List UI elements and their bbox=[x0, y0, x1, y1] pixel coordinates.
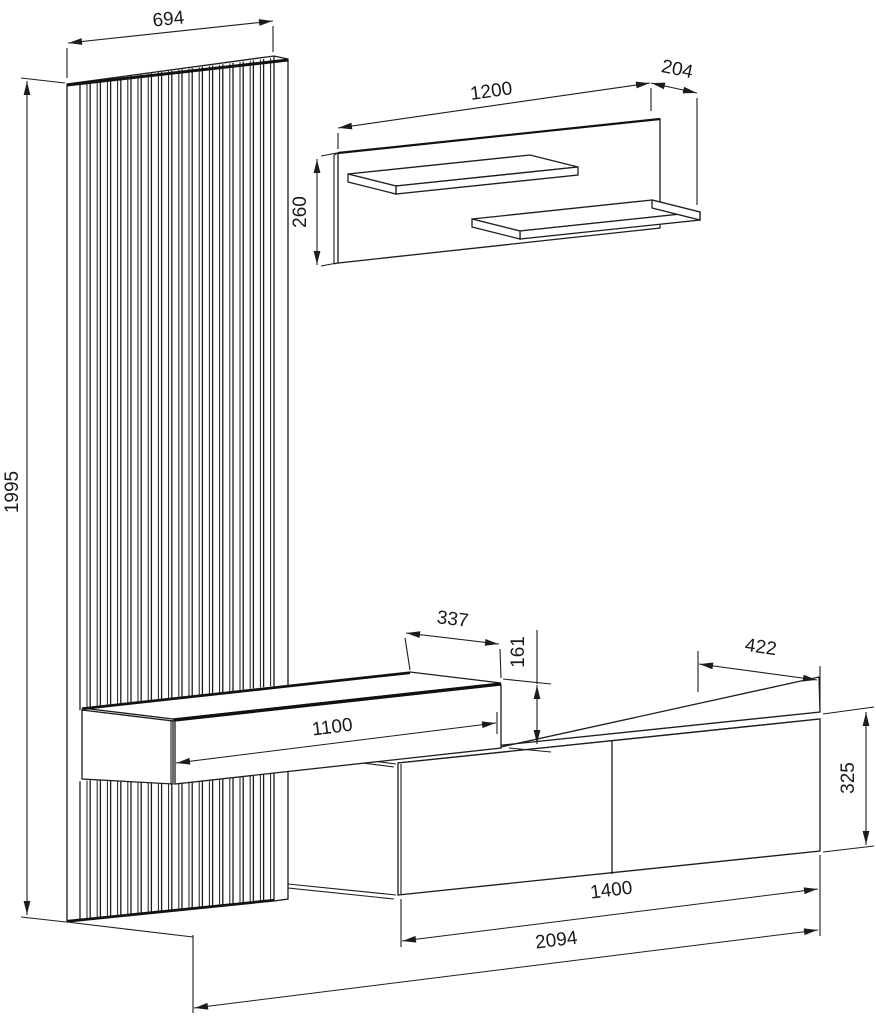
dim-label-tv-front-width: 1400 bbox=[589, 878, 634, 904]
dimension-1400: 1400 bbox=[400, 855, 821, 947]
upper-shelf-board bbox=[347, 154, 579, 195]
dim-label-tv-depth: 422 bbox=[744, 635, 778, 660]
tv-stand-front bbox=[397, 718, 821, 896]
slat-panel bbox=[66, 55, 289, 923]
wall-shelf bbox=[333, 117, 701, 265]
dim-label-shelf-height: 260 bbox=[290, 196, 311, 228]
panel-top-edge bbox=[66, 58, 289, 87]
desk-left-end bbox=[81, 709, 174, 785]
dimension-694: 694 bbox=[66, 7, 274, 78]
dimension-1100: 1100 bbox=[175, 712, 498, 765]
dimension-325: 325 bbox=[822, 706, 875, 853]
desk-back-top-edge bbox=[81, 671, 411, 711]
dim-label-desk-front-width: 1100 bbox=[311, 715, 354, 741]
dimension-337: 337 bbox=[404, 607, 502, 679]
slat-lines bbox=[79, 58, 272, 921]
desk-front-top-edge bbox=[172, 682, 502, 722]
dimension-1200: 1200 bbox=[337, 78, 652, 149]
dimension-2094: 2094 bbox=[66, 921, 819, 1013]
dim-label-panel-width: 694 bbox=[152, 7, 186, 31]
dim-label-desk-height: 161 bbox=[508, 636, 529, 668]
dimension-422: 422 bbox=[697, 635, 821, 710]
dim-label-total-width: 2094 bbox=[534, 927, 579, 953]
dim-label-shelf-width: 1200 bbox=[469, 78, 514, 105]
lower-shelf-board bbox=[471, 199, 701, 240]
dim-label-shelf-depth: 204 bbox=[659, 56, 695, 83]
panel-bottom-edge bbox=[66, 898, 275, 923]
dimension-161: 161 bbox=[502, 630, 552, 753]
dim-label-panel-height: 1995 bbox=[2, 471, 23, 513]
dimension-1995: 1995 bbox=[2, 77, 67, 923]
dim-label-desk-depth: 337 bbox=[436, 607, 470, 632]
dimension-260: 260 bbox=[290, 152, 338, 267]
dimension-204: 204 bbox=[650, 56, 698, 205]
dim-label-tv-height: 325 bbox=[838, 762, 859, 794]
